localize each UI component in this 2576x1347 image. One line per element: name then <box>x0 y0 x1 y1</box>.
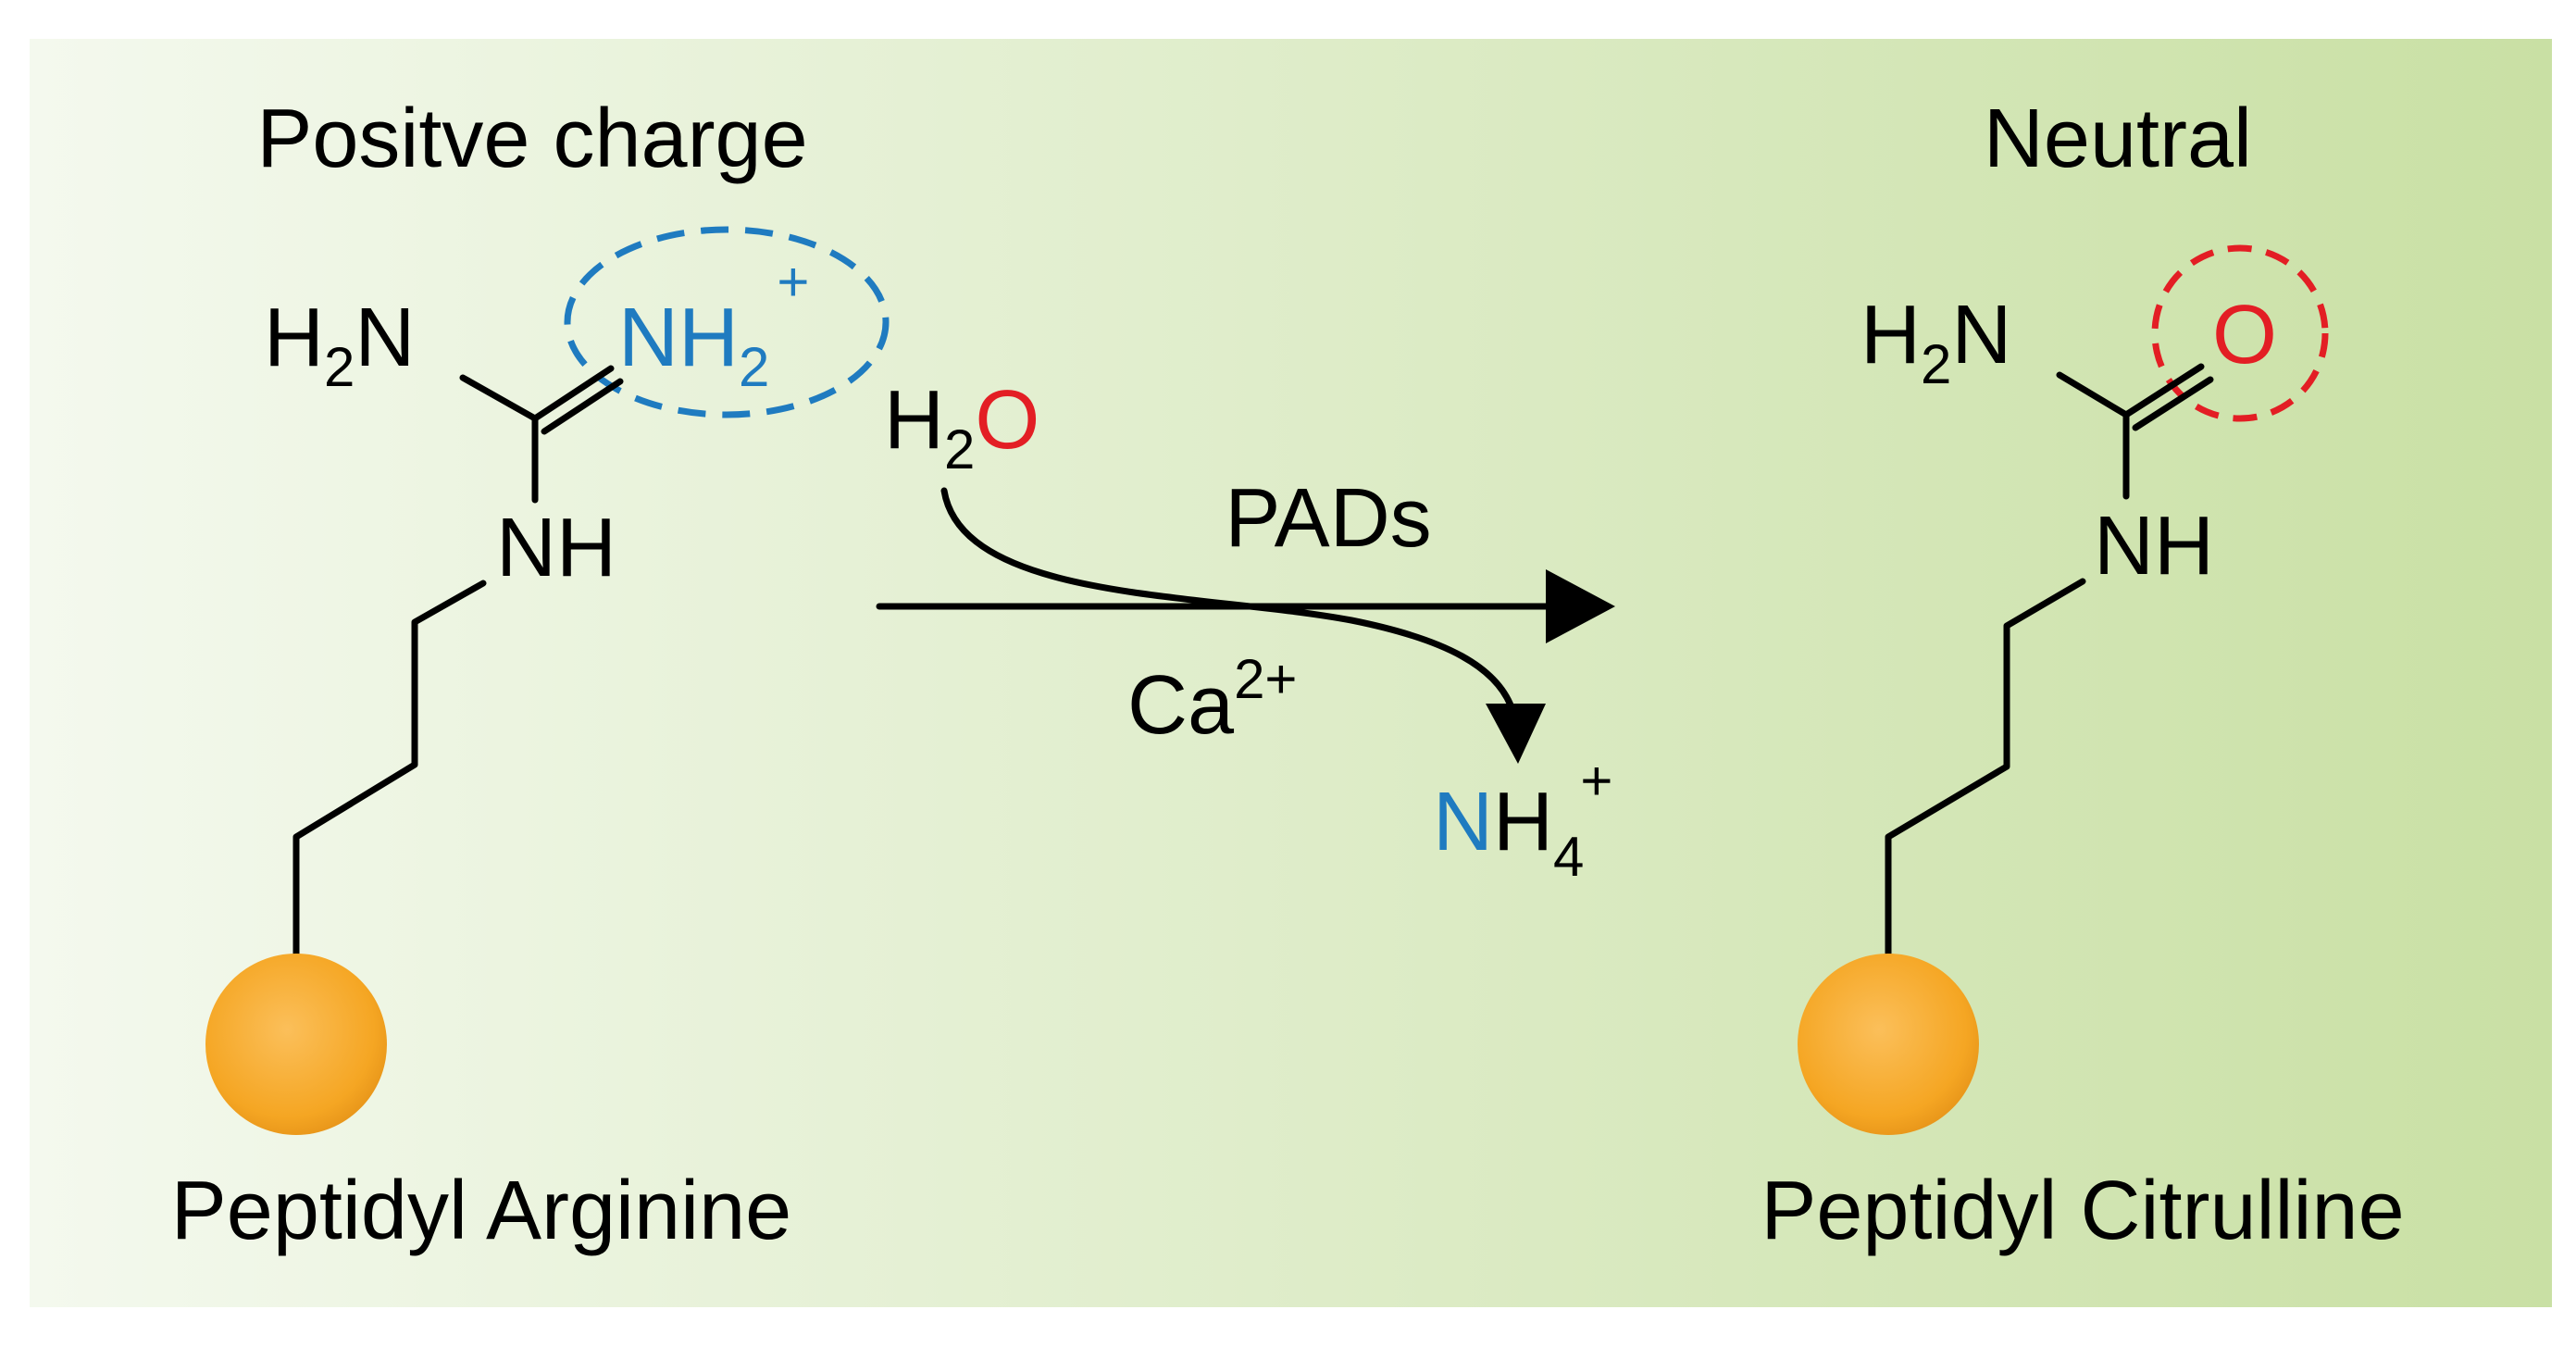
left-h2n-label: H2N <box>264 292 415 398</box>
right-charge-label: Neutral <box>1984 93 2252 185</box>
positive-charge-highlight-ring <box>564 226 890 418</box>
left-charge-label: Positve charge <box>256 93 807 185</box>
curved-side-arrowhead <box>1486 704 1546 764</box>
peptidyl-arginine-structure: Positve charge H2N NH2+ NH Peptidyl Argi… <box>171 93 890 1257</box>
enzyme-label: PADs <box>1225 472 1431 565</box>
left-nh2-plus-label: NH2+ <box>618 251 809 398</box>
bond-h2n-c <box>459 374 539 422</box>
peptidyl-citrulline-structure: Neutral H2N O NH Peptidyl Citrulline <box>1761 93 2404 1257</box>
right-oxygen-label: O <box>2212 289 2277 381</box>
background-panel <box>30 39 2552 1307</box>
double-bond-c-nh2-b <box>541 378 624 435</box>
right-nh-label: NH <box>2094 500 2214 592</box>
right-side-chain <box>1885 578 2086 957</box>
double-bond-c-nh2-a <box>531 365 615 422</box>
right-peptide-bead <box>1798 954 1979 1135</box>
carbonyl-bond-b <box>2132 376 2214 431</box>
water-label: H2O <box>884 374 1039 480</box>
left-molecule-name: Peptidyl Arginine <box>171 1165 791 1257</box>
left-nh-label: NH <box>496 502 616 594</box>
cofactor-label: Ca2+ <box>1127 648 1297 752</box>
curved-side-arrow <box>940 487 1517 717</box>
ammonium-label: NH4+ <box>1433 750 1612 888</box>
oxygen-highlight-ring <box>2151 244 2329 422</box>
main-reaction-arrowhead <box>1546 569 1615 643</box>
left-side-chain <box>292 580 487 957</box>
right-molecule-name: Peptidyl Citrulline <box>1761 1165 2404 1257</box>
carbonyl-bond-a <box>2122 363 2205 418</box>
left-peptide-bead <box>205 954 387 1135</box>
right-h2n-label: H2N <box>1860 289 2011 395</box>
reaction-arrow-group: H2O PADs Ca2+ NH4+ <box>876 374 1615 888</box>
right-bond-h2n-c <box>2056 371 2130 418</box>
